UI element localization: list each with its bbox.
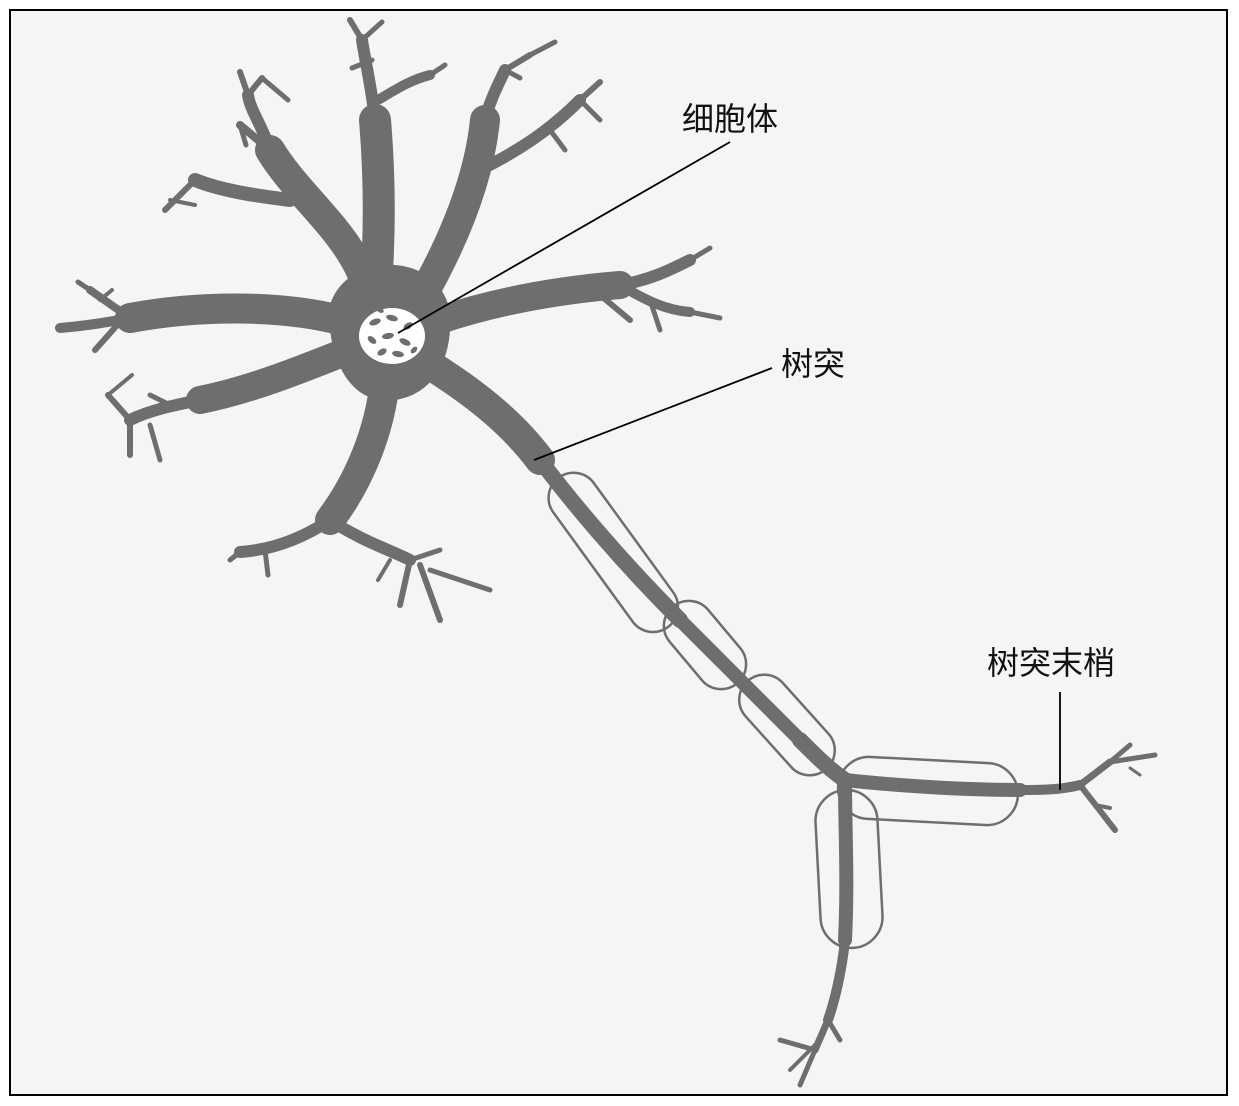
leader-line-cell-body xyxy=(397,141,731,334)
myelin-sheath xyxy=(737,673,837,777)
myelin-sheath xyxy=(814,788,884,950)
leader-lines xyxy=(397,141,1061,790)
myelin-sheath xyxy=(836,755,1020,827)
label-cell-body: 细胞体 xyxy=(682,100,779,138)
nucleus xyxy=(359,307,425,364)
myelin-sheath xyxy=(547,471,680,634)
myelin-sheaths xyxy=(547,471,1020,950)
dendrite-terminal-branches xyxy=(777,742,1158,1088)
label-dendrite-terminal: 树突末梢 xyxy=(987,644,1116,682)
label-dendrite: 树突 xyxy=(781,345,846,383)
axon xyxy=(415,350,1085,1025)
myelin-sheath xyxy=(662,599,748,691)
leader-line-dendrite xyxy=(533,367,773,461)
